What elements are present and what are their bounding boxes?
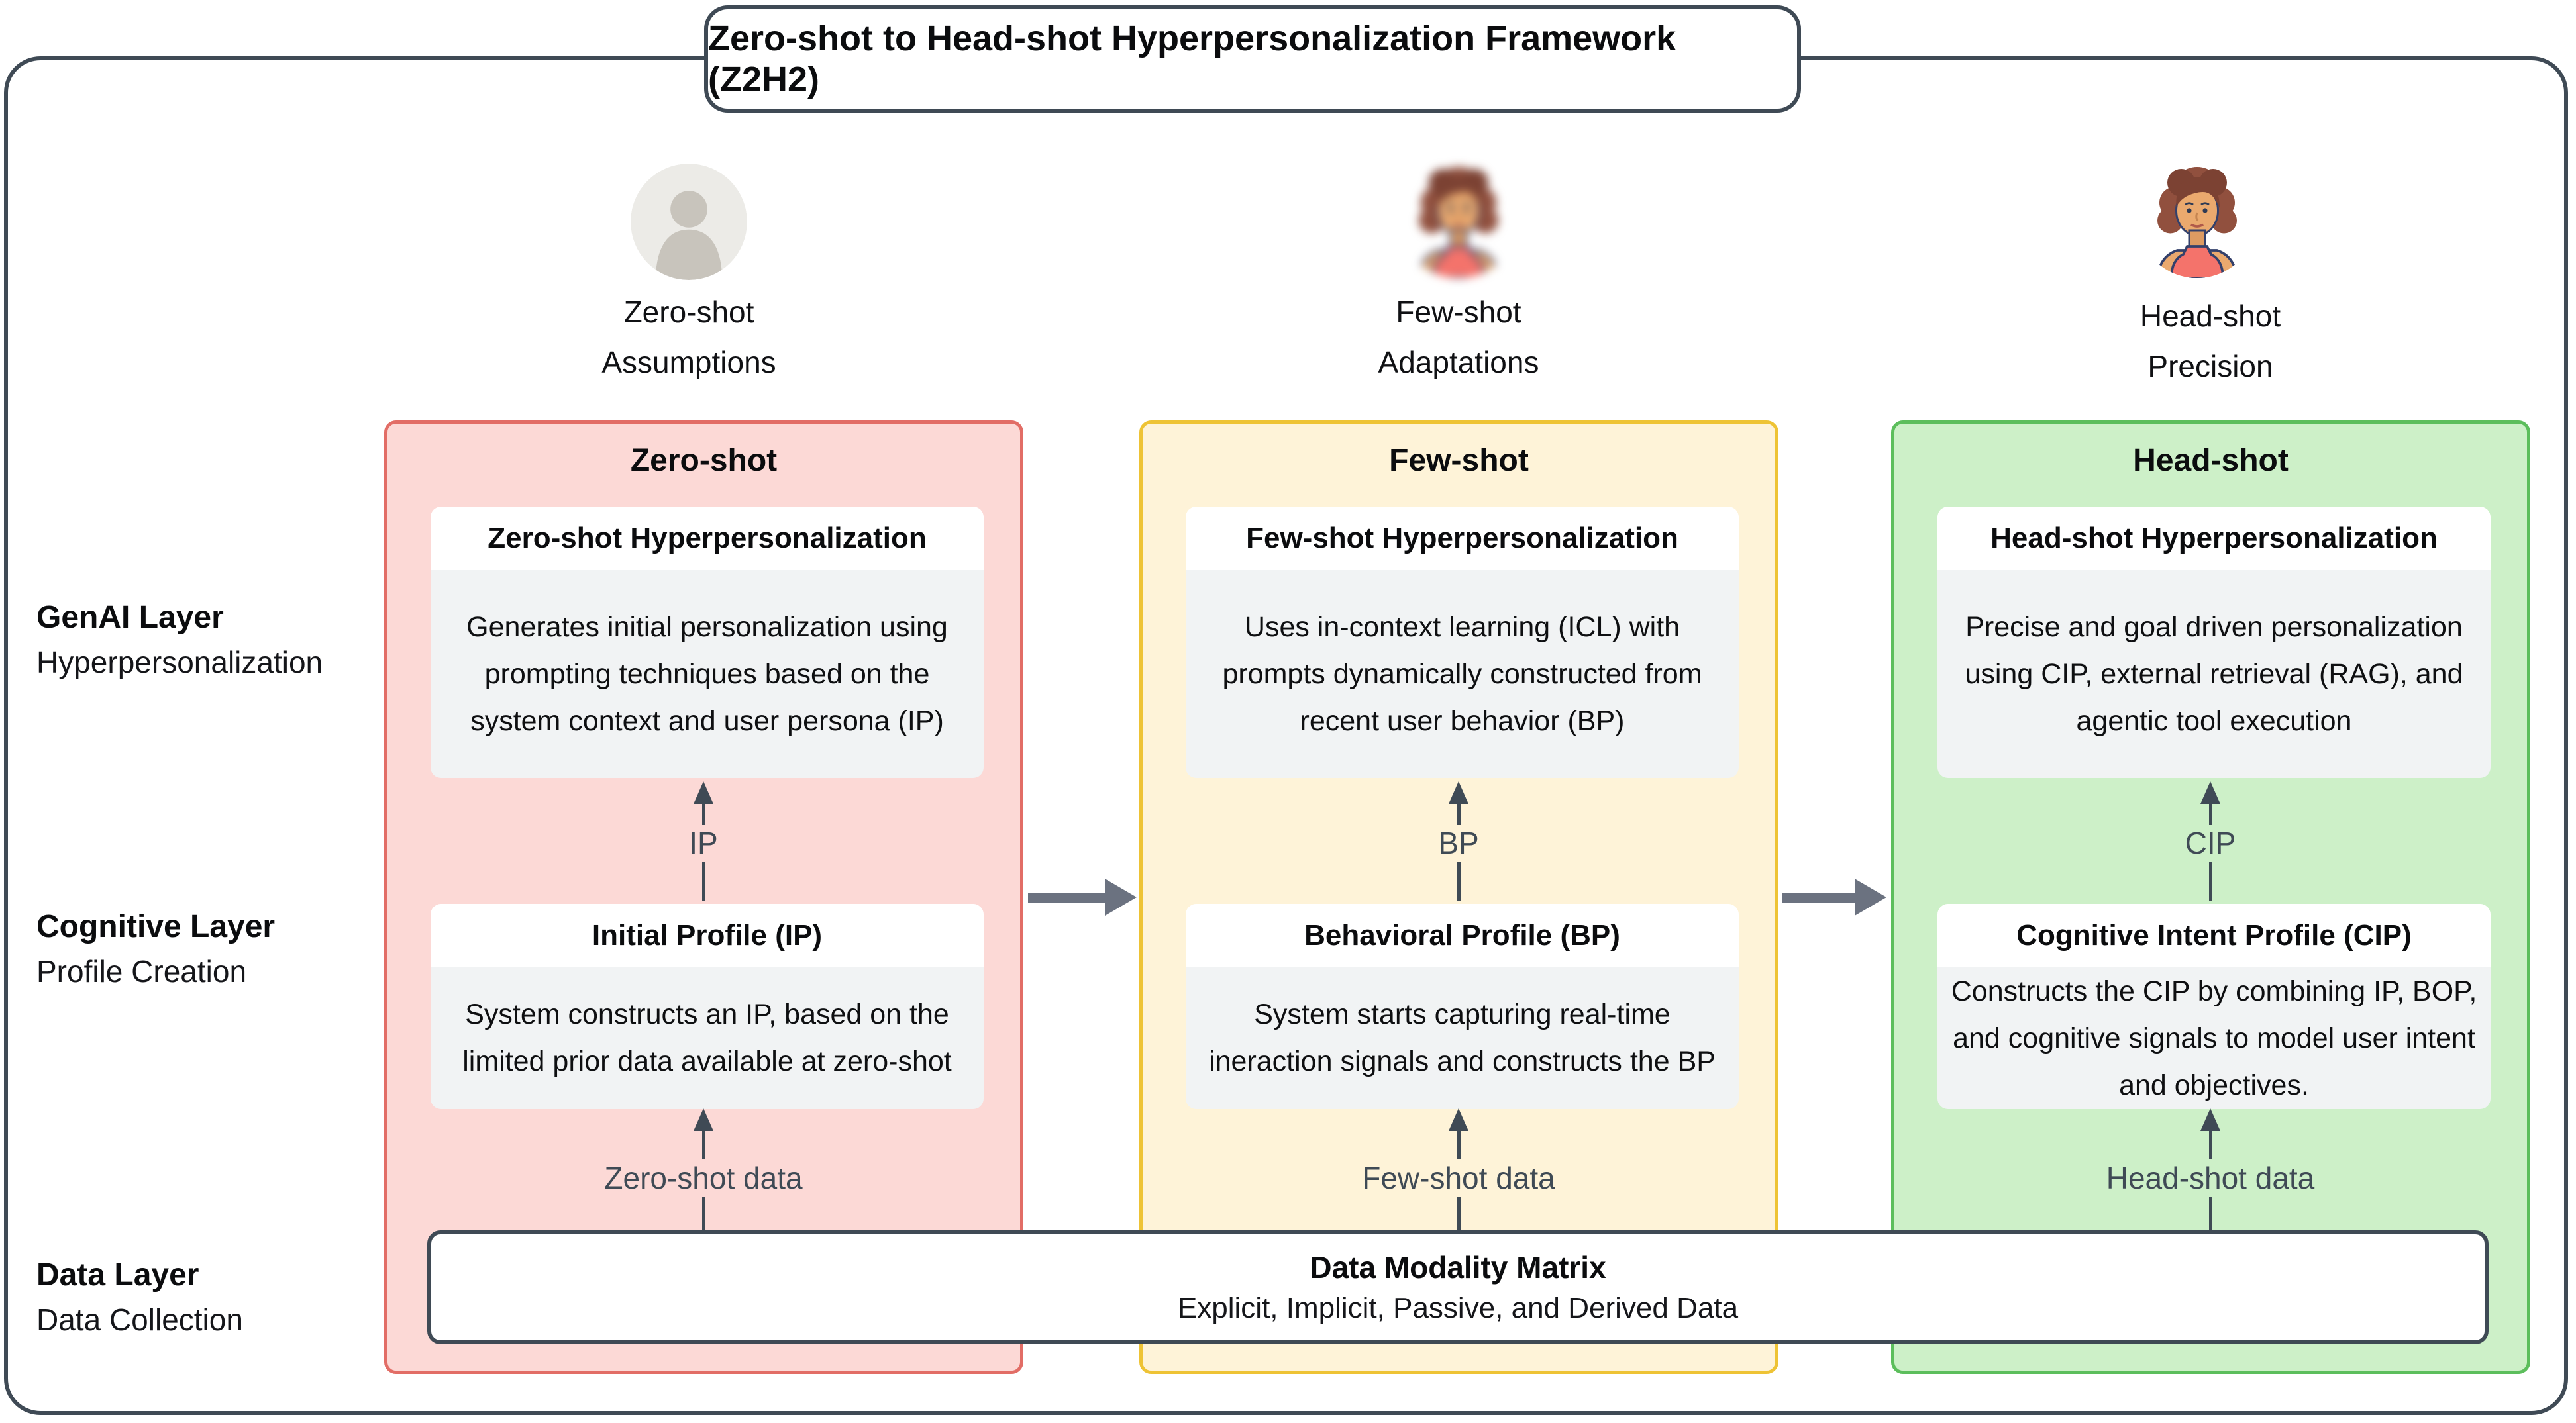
layer-label-genai-title: GenAI Layer	[36, 600, 224, 635]
few-shot-data-arrowhead-icon	[1449, 1108, 1468, 1131]
layer-label-data-subtitle: Data Collection	[36, 1302, 243, 1337]
persona-label-zero-shot-line2: Assumptions	[601, 345, 776, 379]
diagram-title: Zero-shot to Head-shot Hyperpersonalizat…	[704, 5, 1801, 113]
data-label-few-shot: Few-shot data	[1362, 1161, 1555, 1195]
few-shot-profile-card-body: System starts capturing real-time inerac…	[1186, 967, 1739, 1109]
few-to-head-arrow-shaft	[1782, 893, 1856, 903]
layer-label-cognitive-subtitle: Profile Creation	[36, 954, 247, 989]
woman-avatar-sharp-icon	[2138, 159, 2257, 278]
cip-up-arrowhead-icon	[2200, 781, 2220, 804]
zero-shot-genai-card-body: Generates initial personalization using …	[431, 570, 984, 778]
persona-label-few-shot-line2: Adaptations	[1378, 345, 1539, 379]
head-shot-data-arrowhead-icon	[2200, 1108, 2220, 1131]
data-modality-matrix-title: Data Modality Matrix	[1310, 1250, 1606, 1285]
head-shot-profile-card-title: Cognitive Intent Profile (CIP)	[1937, 904, 2491, 967]
column-few-shot: Few-shot Few-shot Hyperpersonalization U…	[1139, 420, 1778, 1374]
few-shot-data-arrow-shaft	[1457, 1197, 1461, 1230]
woman-avatar-blurred-icon	[1399, 159, 1518, 278]
cip-up-arrow-shaft	[2209, 804, 2212, 825]
zero-to-few-arrow-shaft	[1028, 893, 1106, 903]
column-few-shot-header: Few-shot	[1389, 443, 1529, 478]
flow-label-ip: IP	[689, 826, 718, 860]
layer-label-cognitive-title: Cognitive Layer	[36, 909, 276, 944]
layer-label-data-title: Data Layer	[36, 1257, 199, 1293]
head-shot-genai-card-body: Precise and goal driven personalization …	[1937, 570, 2491, 778]
data-label-head-shot: Head-shot data	[2106, 1161, 2315, 1195]
flow-label-bp: BP	[1438, 826, 1479, 860]
generic-user-avatar-icon	[631, 164, 747, 280]
persona-label-zero-shot-line1: Zero-shot	[623, 295, 754, 329]
head-shot-data-arrow-shaft	[2209, 1197, 2212, 1230]
data-modality-matrix-subtitle: Explicit, Implicit, Passive, and Derived…	[1177, 1292, 1739, 1324]
zero-shot-genai-card-title: Zero-shot Hyperpersonalization	[431, 507, 984, 570]
persona-label-head-shot-line2: Precision	[2147, 349, 2273, 383]
bp-up-arrowhead-icon	[1449, 781, 1468, 804]
ip-up-arrowhead-icon	[694, 781, 713, 804]
bp-up-arrow-shaft	[1457, 862, 1461, 901]
zero-shot-profile-card-body: System constructs an IP, based on the li…	[431, 967, 984, 1109]
zero-shot-data-arrow-shaft	[702, 1197, 705, 1230]
few-shot-data-arrow-shaft	[1457, 1131, 1461, 1159]
persona-label-head-shot-line1: Head-shot	[2139, 299, 2281, 333]
cip-up-arrow-shaft	[2209, 862, 2212, 901]
ip-up-arrow-shaft	[702, 862, 705, 901]
zero-shot-profile-card-title: Initial Profile (IP)	[431, 904, 984, 967]
persona-label-few-shot-line1: Few-shot	[1396, 295, 1521, 329]
flow-label-cip: CIP	[2185, 826, 2236, 860]
head-shot-genai-card-title: Head-shot Hyperpersonalization	[1937, 507, 2491, 570]
data-modality-matrix: Data Modality Matrix Explicit, Implicit,…	[427, 1230, 2489, 1344]
zero-to-few-arrowhead-icon	[1105, 879, 1137, 916]
few-shot-genai-card-body: Uses in-context learning (ICL) with prom…	[1186, 570, 1739, 778]
zero-shot-data-arrowhead-icon	[694, 1108, 713, 1131]
head-shot-profile-card-body: Constructs the CIP by combining IP, BOP,…	[1937, 967, 2491, 1109]
few-shot-genai-card-title: Few-shot Hyperpersonalization	[1186, 507, 1739, 570]
data-label-zero-shot: Zero-shot data	[604, 1161, 803, 1195]
few-shot-profile-card-title: Behavioral Profile (BP)	[1186, 904, 1739, 967]
bp-up-arrow-shaft	[1457, 804, 1461, 825]
ip-up-arrow-shaft	[702, 804, 705, 825]
few-to-head-arrowhead-icon	[1855, 879, 1886, 916]
head-shot-data-arrow-shaft	[2209, 1131, 2212, 1159]
column-head-shot-header: Head-shot	[2133, 443, 2289, 478]
column-zero-shot-header: Zero-shot	[630, 443, 778, 478]
zero-shot-data-arrow-shaft	[702, 1131, 705, 1159]
layer-label-genai-subtitle: Hyperpersonalization	[36, 645, 323, 679]
